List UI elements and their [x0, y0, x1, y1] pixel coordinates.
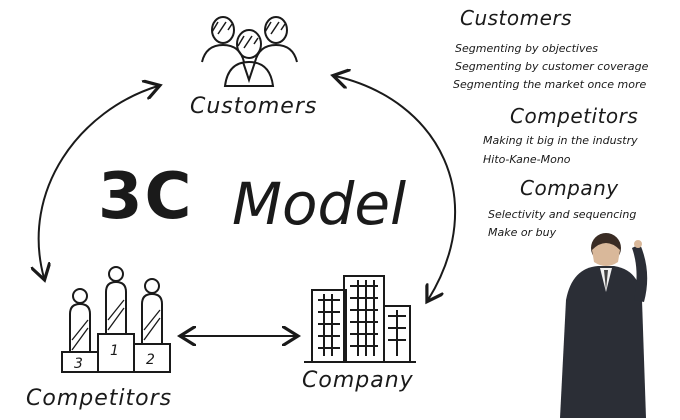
notes-item: Segmenting the market once more [453, 78, 647, 91]
notes-heading-customers: Customers [460, 6, 573, 30]
company-icon [304, 275, 416, 363]
diagram-title-number: 3C [98, 160, 194, 234]
businessman-figure [560, 233, 648, 418]
competitors-icon [61, 266, 171, 373]
notes-heading-company: Company [520, 176, 619, 200]
notes-item: Segmenting by customer coverage [455, 60, 649, 73]
podium-number-3: 3 [74, 356, 83, 372]
node-label-company: Company [302, 368, 414, 393]
node-label-competitors: Competitors [26, 386, 173, 411]
notes-item: Selectivity and sequencing [488, 208, 637, 221]
notes-item: Segmenting by objectives [455, 42, 598, 55]
podium-number-1: 1 [110, 343, 119, 359]
diagram-title-word: Model [232, 170, 407, 238]
node-label-customers: Customers [190, 94, 318, 119]
notes-heading-competitors: Competitors [510, 104, 639, 128]
arrow-customers-to-company [335, 76, 457, 300]
notes-item: Hito-Kane-Mono [483, 153, 571, 166]
notes-item: Making it big in the industry [483, 134, 638, 147]
notes-item: Make or buy [488, 226, 557, 239]
arrow-customers-to-competitors [39, 86, 158, 278]
customers-icon [201, 16, 298, 87]
podium-number-2: 2 [146, 352, 155, 368]
